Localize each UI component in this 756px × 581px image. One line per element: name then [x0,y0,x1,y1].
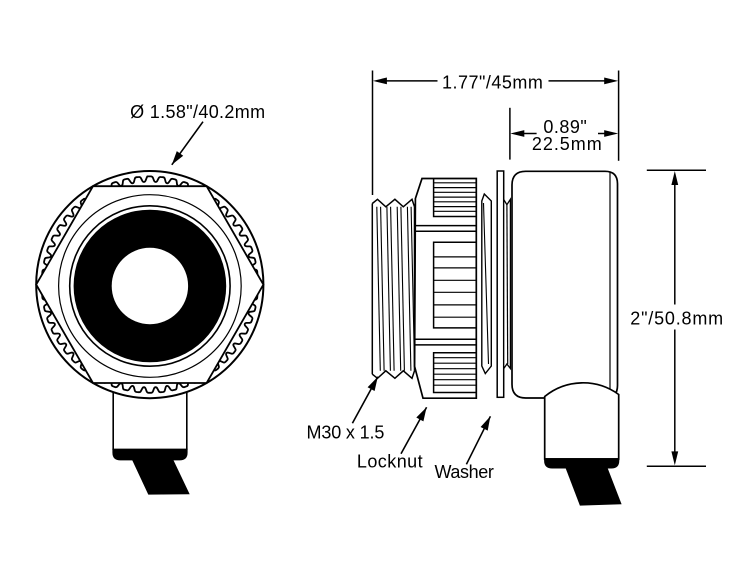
svg-text:22.5mm: 22.5mm [532,134,603,154]
svg-text:1.77"/45mm: 1.77"/45mm [442,72,543,92]
svg-text:M30 x 1.5: M30 x 1.5 [307,423,385,443]
svg-text:Washer: Washer [435,462,494,482]
svg-text:Locknut: Locknut [357,452,423,472]
svg-text:2"/50.8mm: 2"/50.8mm [630,309,724,329]
svg-text:Ø 1.58"/40.2mm: Ø 1.58"/40.2mm [130,102,265,122]
svg-text:0.89": 0.89" [543,117,587,137]
